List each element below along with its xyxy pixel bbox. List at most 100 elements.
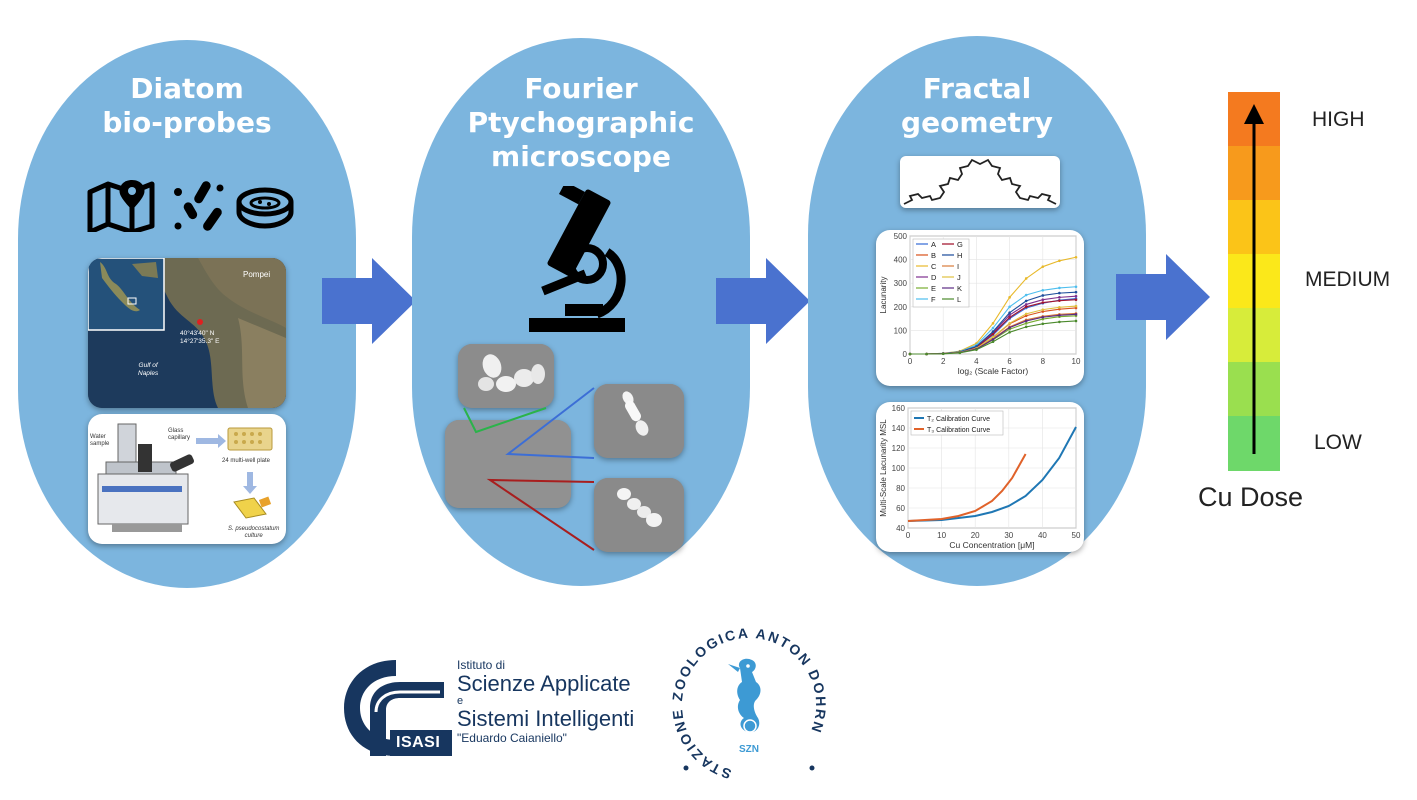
y-tick-label: 200: [894, 303, 908, 312]
szn-emblem: STAZIONE ZOOLOGICA ANTON DOHRN: [669, 625, 827, 783]
y-axis-label: Lacunarity: [879, 277, 888, 314]
x-tick-label: 30: [1004, 531, 1013, 540]
legend-label: B: [931, 251, 936, 260]
data-point: [975, 345, 978, 348]
data-point: [1058, 291, 1061, 295]
data-point: [1074, 319, 1078, 323]
data-point: [1074, 290, 1078, 294]
dose-label-medium: MEDIUM: [1305, 268, 1391, 291]
data-point: [1024, 322, 1028, 325]
data-point: [1058, 307, 1061, 311]
data-point: [1024, 293, 1028, 297]
data-point: [1074, 306, 1078, 310]
data-point: [1058, 320, 1061, 324]
y-tick-label: 160: [892, 404, 906, 413]
data-point: [1008, 322, 1011, 325]
microscope-icon: [529, 186, 626, 332]
x-tick-label: 10: [937, 531, 946, 540]
x-tick-label: 6: [1007, 357, 1012, 366]
y-tick-label: 500: [894, 232, 908, 241]
legend-label: G: [957, 240, 963, 249]
legend-label: I: [957, 262, 959, 271]
x-tick-label: 50: [1072, 531, 1081, 540]
arrow-right-icon: [716, 258, 810, 344]
data-point: [941, 352, 945, 356]
dose-title: Cu Dose: [1198, 482, 1304, 512]
y-tick-label: 140: [892, 424, 906, 433]
data-point: [975, 348, 978, 352]
data-point: [1041, 288, 1045, 292]
x-axis-label: log₂ (Scale Factor): [958, 366, 1029, 376]
data-point: [1008, 316, 1011, 319]
map-place-label: Pompei: [243, 270, 271, 279]
szn-logo: STAZIONE ZOOLOGICA ANTON DOHRN SZN: [666, 622, 832, 788]
dose-label-low: LOW: [1314, 431, 1362, 454]
legend-label: T₂ Calibration Curve: [927, 416, 990, 423]
data-point: [1058, 259, 1061, 263]
data-point: [1074, 294, 1078, 298]
diatom-chain-image: [458, 344, 554, 408]
data-point: [1041, 298, 1045, 302]
arrow-up-icon: [1244, 104, 1264, 454]
data-point: [991, 332, 995, 336]
legend-label: F: [931, 295, 936, 304]
y-tick-label: 120: [892, 444, 906, 453]
series-line: [907, 453, 1027, 522]
x-tick-label: 20: [971, 531, 980, 540]
y-tick-label: 100: [894, 326, 908, 335]
satellite-map-image: Pompei 40°43'40" N 14°27'35.3" E Gulf of…: [88, 258, 286, 408]
data-point: [991, 326, 995, 330]
y-tick-label: 100: [892, 464, 906, 473]
data-point: [991, 338, 995, 341]
legend-label: D: [931, 273, 937, 282]
data-point: [1041, 265, 1045, 268]
data-point: [991, 330, 995, 333]
isasi-logo: ISASI Istituto di Scienze Applicate e Si…: [340, 656, 640, 762]
dose-label-high: HIGH: [1312, 108, 1365, 131]
lab-glass-label: Glass capillary: [168, 428, 191, 441]
data-point: [1024, 303, 1028, 306]
x-tick-label: 10: [1072, 357, 1081, 366]
map-pin-icon: [87, 180, 155, 232]
x-tick-label: 8: [1041, 357, 1046, 366]
x-tick-label: 4: [974, 357, 979, 366]
fpm-fullfield-image: [445, 420, 571, 508]
petri-dish-icon: [236, 187, 294, 229]
y-tick-label: 60: [896, 504, 905, 513]
koch-curve-image: [900, 156, 1060, 208]
arrow-right-icon: [1116, 254, 1210, 340]
legend-label: A: [931, 240, 936, 249]
data-point: [1024, 319, 1028, 323]
isasi-logo-text: ISASI: [396, 734, 441, 751]
data-point: [1041, 294, 1045, 297]
data-point: [1024, 305, 1028, 309]
arrow-right-icon: [322, 258, 416, 344]
map-gulf-label: Gulf of Naples: [138, 362, 159, 377]
panel-title: Diatom bio-probes: [102, 72, 272, 139]
data-point: [1058, 296, 1061, 299]
data-point: [1074, 304, 1078, 308]
data-point: [1024, 277, 1028, 280]
data-point: [1024, 325, 1028, 329]
data-point: [1008, 326, 1011, 329]
szn-abbr: SZN: [739, 744, 759, 755]
x-tick-label: 0: [906, 531, 911, 540]
data-point: [1041, 301, 1045, 304]
bacteria-icon: [174, 181, 224, 231]
y-tick-label: 80: [896, 484, 905, 493]
legend-label: H: [957, 251, 962, 260]
data-point: [1024, 314, 1028, 318]
y-axis-label: Multi-Scale Lacunarity MSL: [879, 419, 888, 517]
legend-label: J: [957, 273, 961, 282]
data-point: [1074, 285, 1078, 289]
x-tick-label: 0: [908, 357, 913, 366]
y-tick-label: 40: [896, 524, 905, 533]
legend-label: T₃ Calibration Curve: [927, 427, 990, 434]
data-point: [1074, 255, 1078, 259]
isasi-emblem: [344, 660, 452, 756]
lab-culture-label: S. pseudocostatum culture: [228, 526, 280, 539]
map-coordinates: 40°43'40" N 14°27'35.3" E: [180, 330, 220, 345]
